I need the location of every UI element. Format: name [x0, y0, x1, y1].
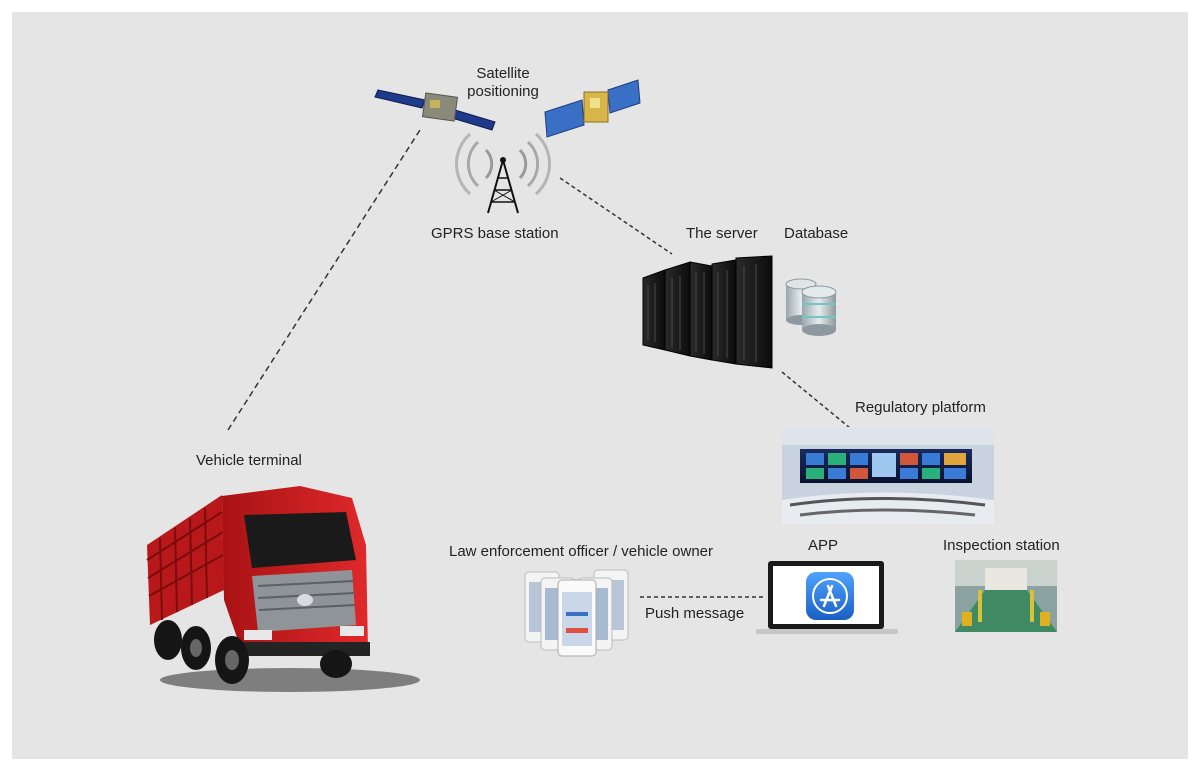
- database-icon: [785, 278, 837, 336]
- gprs-tower-icon: [455, 132, 551, 214]
- server-platform-link: [781, 371, 851, 429]
- phones-image: [524, 569, 629, 657]
- laptop-icon: [756, 561, 898, 634]
- satellite-icon-right: [544, 79, 641, 138]
- satellite-icon-left: [374, 89, 496, 131]
- database-label: Database: [784, 225, 849, 242]
- regulatory-platform-label: Regulatory platform: [855, 399, 986, 416]
- server-label: The server: [686, 225, 758, 242]
- truck-image: [146, 486, 420, 692]
- vehicle-terminal-label: Vehicle terminal: [196, 452, 302, 469]
- push-message-label: Push message: [645, 605, 745, 622]
- vehicle-satellite-link: [227, 129, 421, 431]
- gprs-label: GPRS base station: [431, 225, 559, 242]
- regulatory-platform-image: [782, 427, 994, 524]
- app-label: APP: [808, 537, 839, 554]
- gprs-server-link: [559, 177, 673, 255]
- inspection-station-label: Inspection station: [943, 537, 1060, 554]
- officer-owner-label: Law enforcement officer / vehicle owner: [449, 543, 714, 560]
- satellite-label: Satellite positioning: [467, 65, 539, 100]
- inspection-station-image: [955, 560, 1057, 632]
- server-rack-icon: [642, 255, 773, 369]
- phone-icon: [557, 579, 597, 657]
